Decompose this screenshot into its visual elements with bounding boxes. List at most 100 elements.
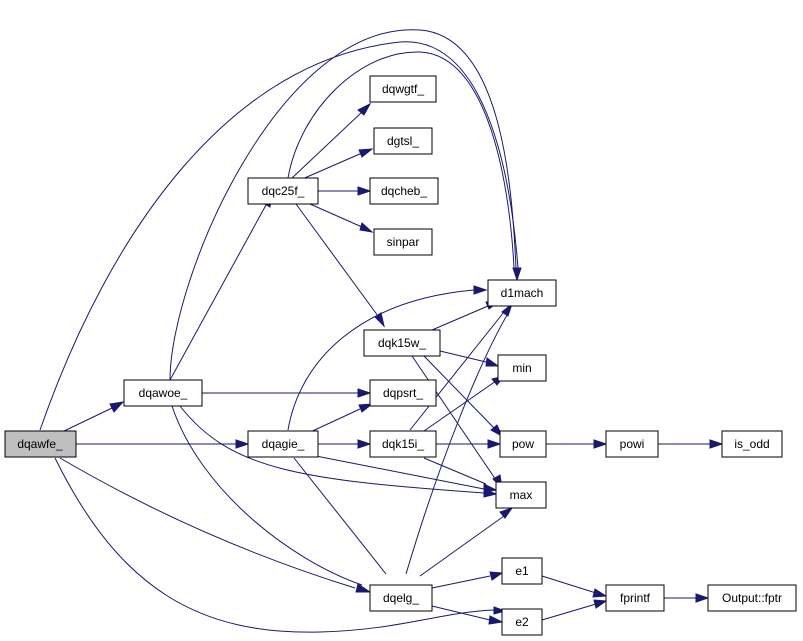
node-is_odd[interactable]: is_odd [721, 430, 783, 458]
arrow-to-d1mach-d [501, 302, 514, 317]
node-min-label: min [512, 361, 531, 375]
node-dqk15w-label: dqk15w_ [378, 336, 426, 350]
edge-dqagie-dqelg [293, 457, 387, 575]
arrow-to-dqwgtf [357, 102, 372, 116]
edge-dqawoe-dqelg [171, 405, 363, 586]
node-dgtsl[interactable]: dgtsl_ [373, 127, 433, 155]
node-powi[interactable]: powi [605, 430, 659, 458]
node-dqagie[interactable]: dqagie_ [247, 430, 319, 458]
arrow-to-dqelg [355, 583, 372, 593]
arrow-to-min-a [485, 357, 500, 367]
edge-dqc25f-dqwgtf [291, 111, 363, 179]
node-e1[interactable]: e1 [501, 557, 543, 585]
edges-layer [39, 29, 710, 633]
node-powi-label: powi [620, 437, 645, 451]
arrow-to-e2-b [488, 615, 504, 625]
arrow-to-d1mach-b [473, 285, 488, 295]
node-dqwgtf-label: dqwgtf_ [382, 82, 424, 96]
nodes-layer: dqawfe_ dqawoe_ dqc25f_ dqwgtf_ dgtsl_ d… [4, 75, 797, 636]
node-sinpar-label: sinpar [387, 235, 420, 249]
node-e1-label: e1 [515, 564, 529, 578]
node-dqcheb-label: dqcheb_ [381, 184, 427, 198]
node-max[interactable]: max [495, 481, 547, 509]
arrow-to-dqcheb [357, 186, 372, 196]
node-max-label: max [510, 488, 533, 502]
edge-dqk15i-d1mach [409, 311, 505, 431]
edge-dqawfe-dqelg [59, 457, 356, 589]
arrow-to-sinpar [359, 222, 374, 233]
edge-dqk15i-min [423, 380, 497, 432]
edge-dqawfe-dqawoe [61, 407, 113, 433]
edge-dqawoe-dqc25f [169, 204, 267, 381]
arrow-to-e1 [489, 571, 504, 581]
edge-dqelg-max [419, 515, 505, 577]
edge-dqawfe-e2 [54, 457, 496, 633]
edge-dqagie-max [315, 455, 485, 490]
node-fprintf[interactable]: fprintf [605, 584, 665, 612]
node-e2-label: e2 [515, 615, 529, 629]
node-dqk15i[interactable]: dqk15i_ [369, 430, 437, 458]
edge-dqelg-d1mach [405, 309, 511, 575]
node-dqagie-label: dqagie_ [262, 437, 305, 451]
node-dqpsrt-label: dqpsrt_ [383, 386, 423, 400]
node-min[interactable]: min [497, 354, 547, 382]
arrow-to-dqk15i [357, 439, 372, 449]
arrow-to-output_fptr [695, 593, 710, 603]
node-is_odd-label: is_odd [734, 437, 769, 451]
node-output_fptr[interactable]: Output::fptr [707, 584, 797, 612]
node-dqk15i-label: dqk15i_ [382, 437, 424, 451]
arrow-to-max-c [483, 483, 498, 493]
arrow-to-dgtsl [358, 148, 374, 158]
edge-dqc25f-dgtsl [299, 152, 363, 181]
node-dqawfe[interactable]: dqawfe_ [4, 430, 77, 458]
edge-dqk15w-pow [423, 355, 495, 429]
node-dqelg-label: dqelg_ [383, 591, 419, 605]
arrow-to-dqawoe [109, 401, 125, 413]
arrow-to-fprintf-a [592, 588, 608, 598]
node-dqawoe-label: dqawoe_ [139, 386, 188, 400]
edge-dqc25f-dqk15w [295, 203, 379, 317]
arrow-to-max-d [499, 507, 514, 519]
node-pow-label: pow [512, 437, 534, 451]
node-dgtsl-label: dgtsl_ [387, 134, 419, 148]
arrow-to-e2-a [493, 606, 507, 615]
node-fprintf-label: fprintf [620, 591, 651, 605]
arrow-to-dqagie [235, 439, 250, 449]
edge-dqelg-e1 [431, 575, 491, 589]
edge-dqc25f-d1mach [287, 51, 515, 269]
edge-dqagie-dqpsrt [305, 408, 361, 435]
node-dqcheb[interactable]: dqcheb_ [369, 177, 439, 205]
arrow-to-dqk15w [374, 312, 385, 328]
node-pow[interactable]: pow [499, 430, 547, 458]
arrow-to-dqpsrt-b [358, 403, 374, 413]
edge-dqawoe-max [179, 405, 485, 494]
node-sinpar[interactable]: sinpar [373, 228, 433, 256]
edge-dqawfe-d1mach [39, 41, 519, 431]
edge-dqk15i-max [423, 457, 487, 485]
edge-e1-fprintf [541, 575, 597, 594]
arrow-to-is_odd [709, 439, 724, 449]
arrow-to-pow-b [487, 439, 502, 449]
node-dqc25f-label: dqc25f_ [262, 184, 305, 198]
node-dqelg[interactable]: dqelg_ [369, 584, 433, 612]
node-dqc25f[interactable]: dqc25f_ [247, 177, 319, 205]
edge-dqk15w-max [411, 355, 497, 481]
node-dqawfe-label: dqawfe_ [17, 437, 63, 451]
node-d1mach-label: d1mach [501, 286, 544, 300]
edge-dqk15w-min [439, 350, 487, 363]
edge-dqawoe-d1mach [169, 29, 517, 381]
node-dqpsrt[interactable]: dqpsrt_ [369, 379, 437, 407]
node-dqwgtf[interactable]: dqwgtf_ [369, 75, 437, 103]
node-output_fptr-label: Output::fptr [722, 591, 782, 605]
node-dqawoe[interactable]: dqawoe_ [123, 379, 203, 407]
node-dqk15w[interactable]: dqk15w_ [363, 329, 441, 357]
arrow-to-dqpsrt-a [357, 388, 372, 398]
edge-dqc25f-sinpar [309, 203, 363, 228]
arrow-to-powi [593, 439, 608, 449]
edge-dqagie-d1mach [287, 289, 475, 431]
edge-dqelg-e2 [431, 605, 491, 621]
edge-dqk15w-d1mach [431, 305, 489, 331]
node-d1mach[interactable]: d1mach [487, 279, 557, 307]
node-e2[interactable]: e2 [501, 608, 543, 636]
